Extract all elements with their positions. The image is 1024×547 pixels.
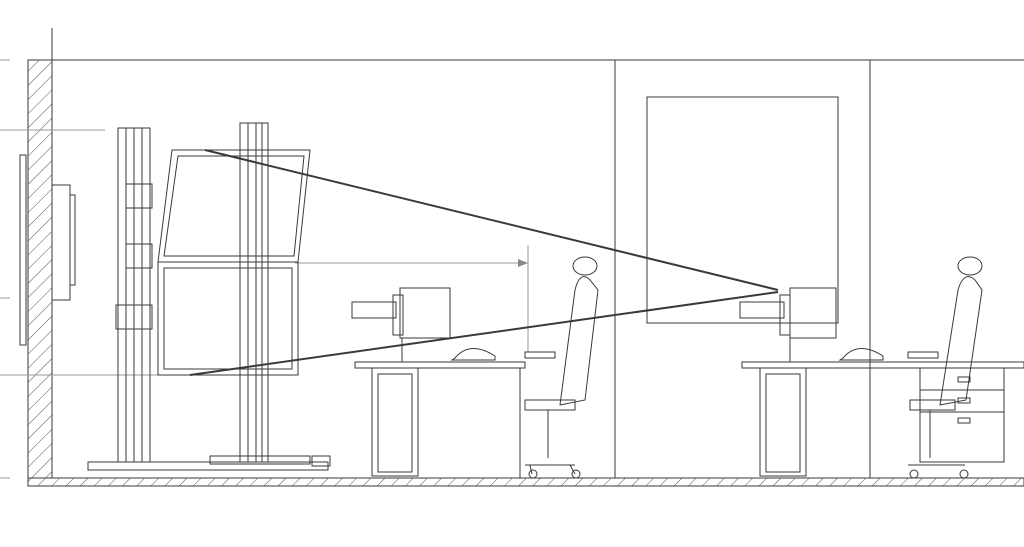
chair-seat (524, 399, 576, 411)
pedestal (371, 367, 419, 477)
phone (838, 348, 884, 361)
bracket (125, 243, 153, 269)
monitor-arm (739, 301, 785, 319)
sight-lines (189, 149, 779, 376)
drawer-cabinet (919, 367, 1005, 463)
chair-back (559, 276, 599, 406)
pedestal (759, 367, 807, 477)
video-wall-stand (87, 122, 331, 471)
room-shell (27, 28, 1024, 487)
chair-back (939, 276, 983, 406)
bracket (115, 304, 153, 330)
display-top (157, 149, 311, 263)
chair-seat (909, 399, 956, 411)
dimension-lines (0, 59, 529, 479)
chair-arm (907, 351, 939, 359)
chair-headrest (572, 256, 598, 276)
window (646, 96, 839, 324)
monitor (789, 287, 837, 339)
monitor (399, 287, 451, 339)
workstation-1 (351, 256, 599, 479)
floor-slab (27, 477, 1024, 487)
chair-arm (524, 351, 556, 359)
phone (450, 348, 496, 361)
workstation-2 (739, 256, 1024, 479)
display-bottom (157, 261, 299, 376)
left-wall (27, 59, 53, 479)
chair-headrest (957, 256, 983, 276)
wall-panel (19, 154, 76, 346)
desk-top (741, 361, 1024, 369)
desk-top (354, 361, 526, 369)
monitor-arm (351, 301, 397, 319)
bracket (125, 183, 153, 209)
